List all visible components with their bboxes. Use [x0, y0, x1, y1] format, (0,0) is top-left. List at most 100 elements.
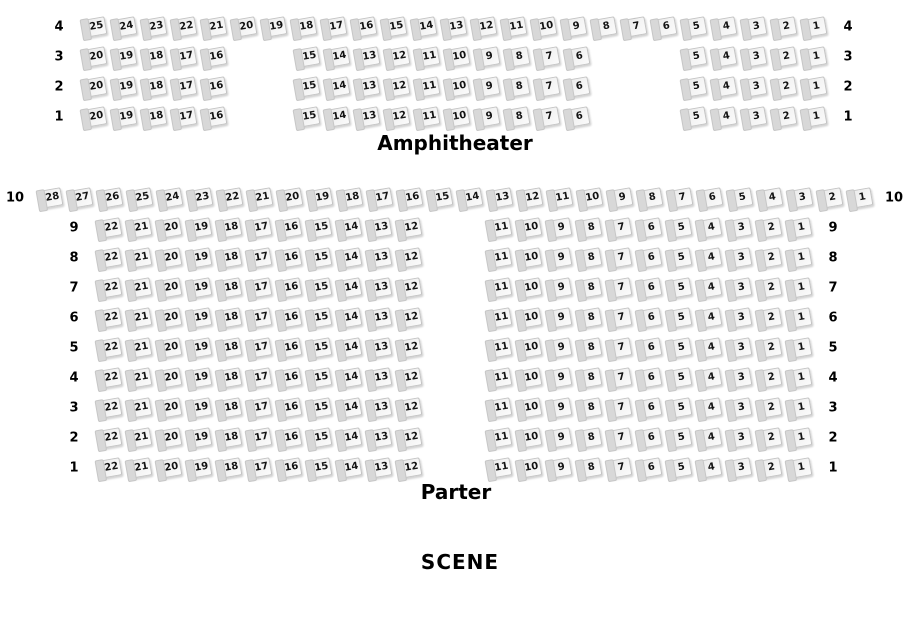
- seat-amphitheater-row4-num9[interactable]: 9: [562, 16, 588, 38]
- seat-parter-row6-num1[interactable]: 1: [787, 307, 813, 329]
- seat-parter-row4-num22[interactable]: 22: [97, 367, 123, 389]
- seat-parter-row3-num18[interactable]: 18: [217, 397, 243, 419]
- seat-parter-row4-num8[interactable]: 8: [577, 367, 603, 389]
- seat-amphitheater-row4-num4[interactable]: 4: [712, 16, 738, 38]
- seat-amphitheater-row2-num19[interactable]: 19: [112, 76, 138, 98]
- seat-parter-row10-num19[interactable]: 19: [308, 187, 334, 209]
- seat-parter-row3-num11[interactable]: 11: [487, 397, 513, 419]
- seat-parter-row1-num6[interactable]: 6: [637, 457, 663, 479]
- seat-parter-row9-num13[interactable]: 13: [367, 217, 393, 239]
- seat-parter-row4-num2[interactable]: 2: [757, 367, 783, 389]
- seat-amphitheater-row3-num2[interactable]: 2: [772, 46, 798, 68]
- seat-parter-row5-num7[interactable]: 7: [607, 337, 633, 359]
- seat-parter-row9-num5[interactable]: 5: [667, 217, 693, 239]
- seat-amphitheater-row1-num13[interactable]: 13: [355, 106, 381, 128]
- seat-parter-row3-num22[interactable]: 22: [97, 397, 123, 419]
- seat-parter-row6-num7[interactable]: 7: [607, 307, 633, 329]
- seat-amphitheater-row3-num12[interactable]: 12: [385, 46, 411, 68]
- seat-parter-row5-num21[interactable]: 21: [127, 337, 153, 359]
- seat-parter-row4-num6[interactable]: 6: [637, 367, 663, 389]
- seat-parter-row10-num10[interactable]: 10: [578, 187, 604, 209]
- seat-parter-row3-num19[interactable]: 19: [187, 397, 213, 419]
- seat-amphitheater-row2-num17[interactable]: 17: [172, 76, 198, 98]
- seat-parter-row8-num18[interactable]: 18: [217, 247, 243, 269]
- seat-parter-row1-num18[interactable]: 18: [217, 457, 243, 479]
- seat-parter-row10-num1[interactable]: 1: [848, 187, 874, 209]
- seat-amphitheater-row1-num12[interactable]: 12: [385, 106, 411, 128]
- seat-parter-row3-num3[interactable]: 3: [727, 397, 753, 419]
- seat-parter-row10-num16[interactable]: 16: [398, 187, 424, 209]
- seat-parter-row5-num10[interactable]: 10: [517, 337, 543, 359]
- seat-amphitheater-row2-num3[interactable]: 3: [742, 76, 768, 98]
- seat-amphitheater-row2-num4[interactable]: 4: [712, 76, 738, 98]
- seat-amphitheater-row4-num21[interactable]: 21: [202, 16, 228, 38]
- seat-parter-row7-num19[interactable]: 19: [187, 277, 213, 299]
- seat-parter-row3-num21[interactable]: 21: [127, 397, 153, 419]
- seat-parter-row1-num8[interactable]: 8: [577, 457, 603, 479]
- seat-parter-row10-num27[interactable]: 27: [68, 187, 94, 209]
- seat-amphitheater-row2-num13[interactable]: 13: [355, 76, 381, 98]
- seat-parter-row1-num1[interactable]: 1: [787, 457, 813, 479]
- seat-parter-row7-num12[interactable]: 12: [397, 277, 423, 299]
- seat-amphitheater-row1-num18[interactable]: 18: [142, 106, 168, 128]
- seat-amphitheater-row2-num14[interactable]: 14: [325, 76, 351, 98]
- seat-parter-row10-num26[interactable]: 26: [98, 187, 124, 209]
- seat-amphitheater-row3-num20[interactable]: 20: [82, 46, 108, 68]
- seat-parter-row9-num12[interactable]: 12: [397, 217, 423, 239]
- seat-parter-row1-num19[interactable]: 19: [187, 457, 213, 479]
- seat-parter-row4-num5[interactable]: 5: [667, 367, 693, 389]
- seat-parter-row7-num15[interactable]: 15: [307, 277, 333, 299]
- seat-parter-row9-num8[interactable]: 8: [577, 217, 603, 239]
- seat-amphitheater-row4-num6[interactable]: 6: [652, 16, 678, 38]
- seat-parter-row10-num23[interactable]: 23: [188, 187, 214, 209]
- seat-amphitheater-row2-num7[interactable]: 7: [535, 76, 561, 98]
- seat-parter-row3-num9[interactable]: 9: [547, 397, 573, 419]
- seat-amphitheater-row3-num15[interactable]: 15: [295, 46, 321, 68]
- seat-amphitheater-row2-num5[interactable]: 5: [682, 76, 708, 98]
- seat-parter-row9-num20[interactable]: 20: [157, 217, 183, 239]
- seat-parter-row1-num9[interactable]: 9: [547, 457, 573, 479]
- seat-amphitheater-row4-num15[interactable]: 15: [382, 16, 408, 38]
- seat-parter-row2-num15[interactable]: 15: [307, 427, 333, 449]
- seat-parter-row9-num14[interactable]: 14: [337, 217, 363, 239]
- seat-amphitheater-row3-num4[interactable]: 4: [712, 46, 738, 68]
- seat-amphitheater-row4-num25[interactable]: 25: [82, 16, 108, 38]
- seat-parter-row3-num20[interactable]: 20: [157, 397, 183, 419]
- seat-parter-row10-num21[interactable]: 21: [248, 187, 274, 209]
- seat-parter-row5-num4[interactable]: 4: [697, 337, 723, 359]
- seat-parter-row2-num1[interactable]: 1: [787, 427, 813, 449]
- seat-amphitheater-row1-num16[interactable]: 16: [202, 106, 228, 128]
- seat-parter-row4-num10[interactable]: 10: [517, 367, 543, 389]
- seat-parter-row1-num15[interactable]: 15: [307, 457, 333, 479]
- seat-amphitheater-row1-num10[interactable]: 10: [445, 106, 471, 128]
- seat-amphitheater-row3-num7[interactable]: 7: [535, 46, 561, 68]
- seat-amphitheater-row2-num10[interactable]: 10: [445, 76, 471, 98]
- seat-amphitheater-row3-num18[interactable]: 18: [142, 46, 168, 68]
- seat-amphitheater-row1-num3[interactable]: 3: [742, 106, 768, 128]
- seat-parter-row4-num9[interactable]: 9: [547, 367, 573, 389]
- seat-parter-row7-num10[interactable]: 10: [517, 277, 543, 299]
- seat-parter-row7-num3[interactable]: 3: [727, 277, 753, 299]
- seat-amphitheater-row1-num5[interactable]: 5: [682, 106, 708, 128]
- seat-amphitheater-row3-num19[interactable]: 19: [112, 46, 138, 68]
- seat-parter-row4-num15[interactable]: 15: [307, 367, 333, 389]
- seat-parter-row7-num11[interactable]: 11: [487, 277, 513, 299]
- seat-parter-row3-num12[interactable]: 12: [397, 397, 423, 419]
- seat-parter-row10-num3[interactable]: 3: [788, 187, 814, 209]
- seat-parter-row10-num25[interactable]: 25: [128, 187, 154, 209]
- seat-parter-row6-num8[interactable]: 8: [577, 307, 603, 329]
- seat-parter-row1-num21[interactable]: 21: [127, 457, 153, 479]
- seat-parter-row5-num15[interactable]: 15: [307, 337, 333, 359]
- seat-parter-row10-num22[interactable]: 22: [218, 187, 244, 209]
- seat-parter-row6-num19[interactable]: 19: [187, 307, 213, 329]
- seat-parter-row5-num19[interactable]: 19: [187, 337, 213, 359]
- seat-parter-row2-num11[interactable]: 11: [487, 427, 513, 449]
- seat-amphitheater-row1-num4[interactable]: 4: [712, 106, 738, 128]
- seat-parter-row1-num13[interactable]: 13: [367, 457, 393, 479]
- seat-parter-row3-num15[interactable]: 15: [307, 397, 333, 419]
- seat-parter-row8-num5[interactable]: 5: [667, 247, 693, 269]
- seat-parter-row4-num16[interactable]: 16: [277, 367, 303, 389]
- seat-parter-row9-num7[interactable]: 7: [607, 217, 633, 239]
- seat-amphitheater-row3-num17[interactable]: 17: [172, 46, 198, 68]
- seat-parter-row10-num6[interactable]: 6: [698, 187, 724, 209]
